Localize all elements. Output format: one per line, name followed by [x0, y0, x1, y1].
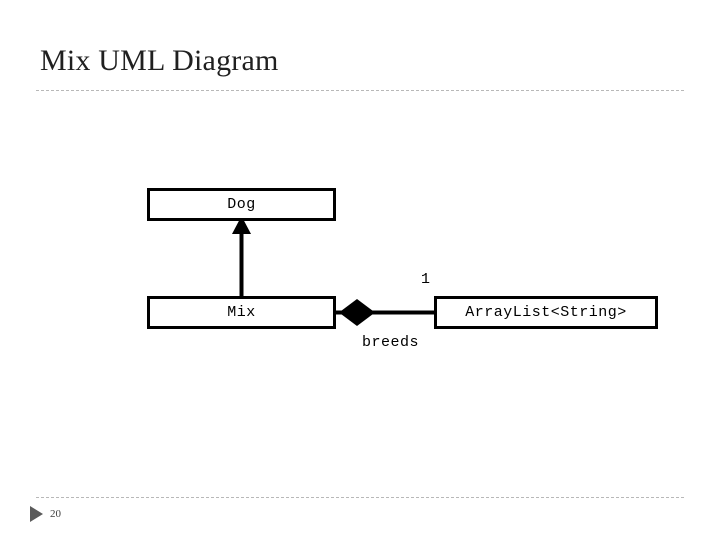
triangle-right-icon: [30, 506, 43, 522]
uml-class-mix: Mix: [147, 296, 336, 329]
title-divider: [36, 90, 684, 91]
slide-number: 20: [50, 508, 61, 520]
composition-multiplicity-label: 1: [421, 271, 431, 288]
page-title: Mix UML Diagram: [40, 44, 279, 77]
uml-class-dog: Dog: [147, 188, 336, 221]
uml-class-arraylist: ArrayList<String>: [434, 296, 658, 329]
inheritance-arrowhead-icon: [232, 216, 251, 234]
composition-diamond-icon: [339, 299, 375, 326]
composition-role-label: breeds: [362, 334, 420, 351]
footer-divider: [36, 497, 684, 498]
